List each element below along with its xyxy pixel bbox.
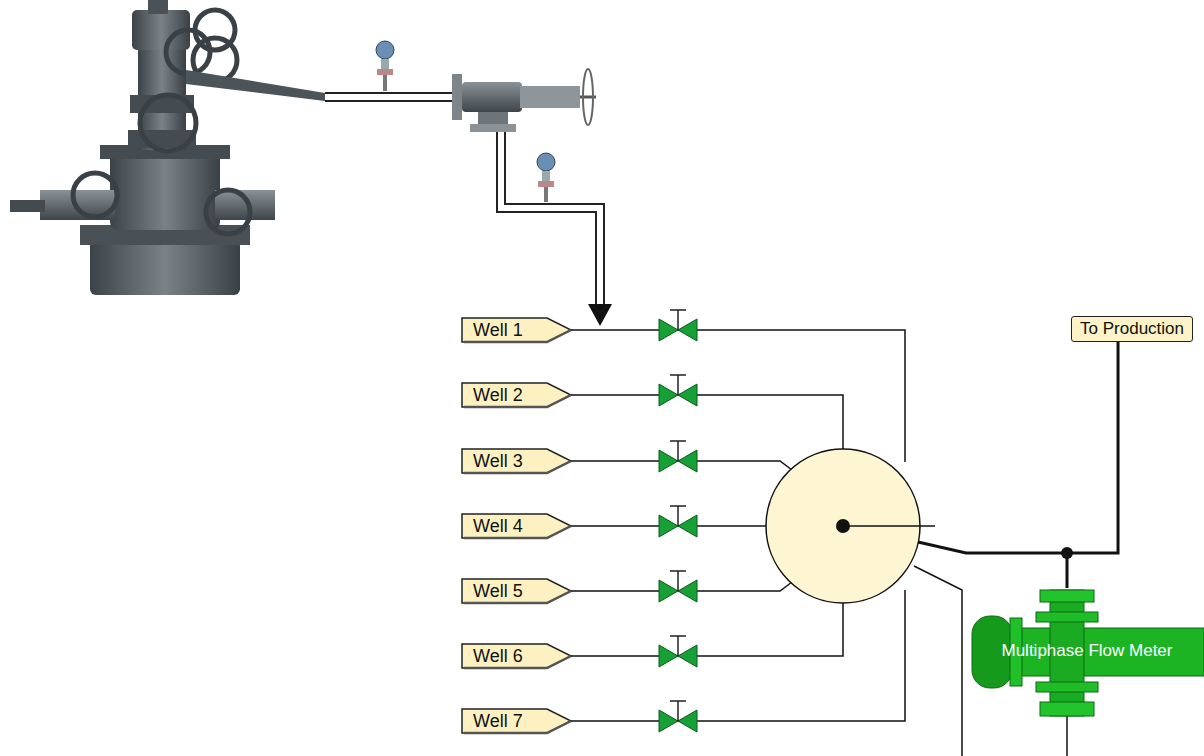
flowline bbox=[325, 93, 455, 101]
pipe-connector bbox=[1067, 342, 1118, 588]
junction-dot bbox=[1061, 547, 1073, 559]
wellhead-tree bbox=[10, 0, 325, 295]
selector-valve bbox=[766, 449, 935, 603]
node-label: Well 4 bbox=[461, 513, 572, 539]
valve-stem bbox=[670, 441, 686, 461]
valve-stem bbox=[670, 571, 686, 591]
flowline bbox=[497, 132, 604, 306]
well-tag: Well 6 bbox=[461, 643, 572, 669]
node-label: Well 2 bbox=[461, 382, 572, 408]
valve-stem bbox=[670, 375, 686, 395]
node-label: Well 3 bbox=[461, 448, 572, 474]
gate-valve bbox=[659, 310, 697, 732]
node-label: Well 6 bbox=[461, 643, 572, 669]
valve-stem bbox=[670, 310, 686, 330]
well-tag: Well 3 bbox=[461, 448, 572, 474]
valve-stem bbox=[670, 506, 686, 526]
flow-arrow bbox=[588, 304, 612, 326]
well-tag: Well 2 bbox=[461, 382, 572, 408]
choke-valve bbox=[452, 69, 596, 132]
well-tag: Well 1 bbox=[461, 317, 572, 343]
pressure-transmitter bbox=[376, 41, 394, 91]
valve-stem bbox=[670, 701, 686, 721]
well-tag: Well 5 bbox=[461, 578, 572, 604]
well-tag: Well 4 bbox=[461, 513, 572, 539]
well-tag: Well 7 bbox=[461, 708, 572, 734]
destination-box: To Production bbox=[1071, 316, 1193, 342]
node-label: To Production bbox=[1080, 319, 1184, 339]
node-label: Well 5 bbox=[461, 578, 572, 604]
node-label: Well 7 bbox=[461, 708, 572, 734]
pressure-transmitter bbox=[537, 153, 555, 202]
node-label: Well 1 bbox=[461, 317, 572, 343]
flow-meter: Multiphase Flow Meter bbox=[970, 588, 1204, 718]
node-label: Multiphase Flow Meter bbox=[1001, 640, 1172, 662]
valve-stem bbox=[670, 636, 686, 656]
